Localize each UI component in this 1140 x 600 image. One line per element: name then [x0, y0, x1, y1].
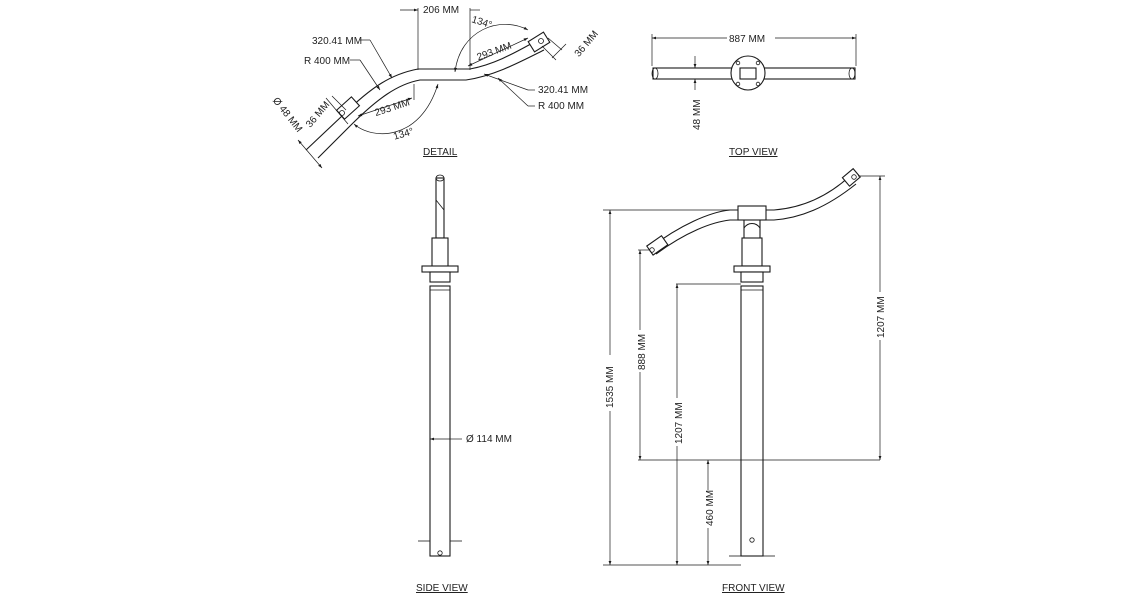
front-view-tee	[737, 205, 767, 221]
front-view-dim-1207-right: 1207 MM	[876, 296, 887, 338]
front-view-dim-888: 888 MM	[637, 334, 648, 370]
detail-dim-end-left: 36 MM	[304, 100, 332, 130]
detail-arc-lower-chord: 293 MM	[373, 97, 411, 119]
side-view-post-diameter: Ø 114 MM	[466, 434, 512, 445]
detail-angle-upper: 134°	[470, 14, 493, 31]
front-view-post	[740, 285, 764, 557]
side-view-spigot	[431, 237, 449, 269]
detail-radius-right: R 400 MM	[538, 101, 584, 112]
detail-arc-length-right: 320.41 MM	[538, 85, 588, 96]
side-view-post	[429, 285, 451, 557]
detail-angle-lower: 134°	[392, 126, 415, 142]
front-view-caption: FRONT VIEW	[722, 583, 785, 594]
detail-joint-left-hole	[339, 110, 345, 116]
side-view-caption: SIDE VIEW	[416, 583, 468, 594]
detail-dim-end-right: 36 MM	[573, 29, 601, 59]
detail-joint-left	[335, 96, 361, 120]
side-view: Ø 114 MM SIDE VIEW	[416, 174, 512, 594]
detail-arc-upper-chord: 293 MM	[475, 41, 513, 64]
top-view-overall-width: 887 MM	[729, 34, 765, 45]
side-view-flange	[421, 265, 459, 273]
detail-arc-length-left: 320.41 MM	[312, 36, 362, 47]
front-view-overall-height: 1535 MM	[605, 366, 616, 408]
detail-view: 206 MM 134° 293 MM 36 MM 320.41 MM R 400…	[270, 5, 601, 169]
detail-caption: DETAIL	[423, 147, 458, 158]
detail-dim-top-length: 206 MM	[423, 5, 459, 16]
front-view-dim-1207-inner: 1207 MM	[674, 402, 685, 444]
detail-tube-diameter: Ø 48 MM	[270, 96, 304, 135]
top-view-tube-diameter: 48 MM	[692, 99, 703, 130]
detail-radius-left: R 400 MM	[304, 56, 350, 67]
detail-joint-right-hole	[538, 38, 544, 44]
top-view: 887 MM 48 MM TOP VIEW	[651, 34, 857, 158]
top-view-caption: TOP VIEW	[729, 147, 778, 158]
front-view-dim-460: 460 MM	[705, 490, 716, 526]
front-view-flange	[733, 265, 771, 273]
front-view: 1535 MM 888 MM 1207 MM 460 MM 1207 MM FR…	[603, 167, 887, 594]
